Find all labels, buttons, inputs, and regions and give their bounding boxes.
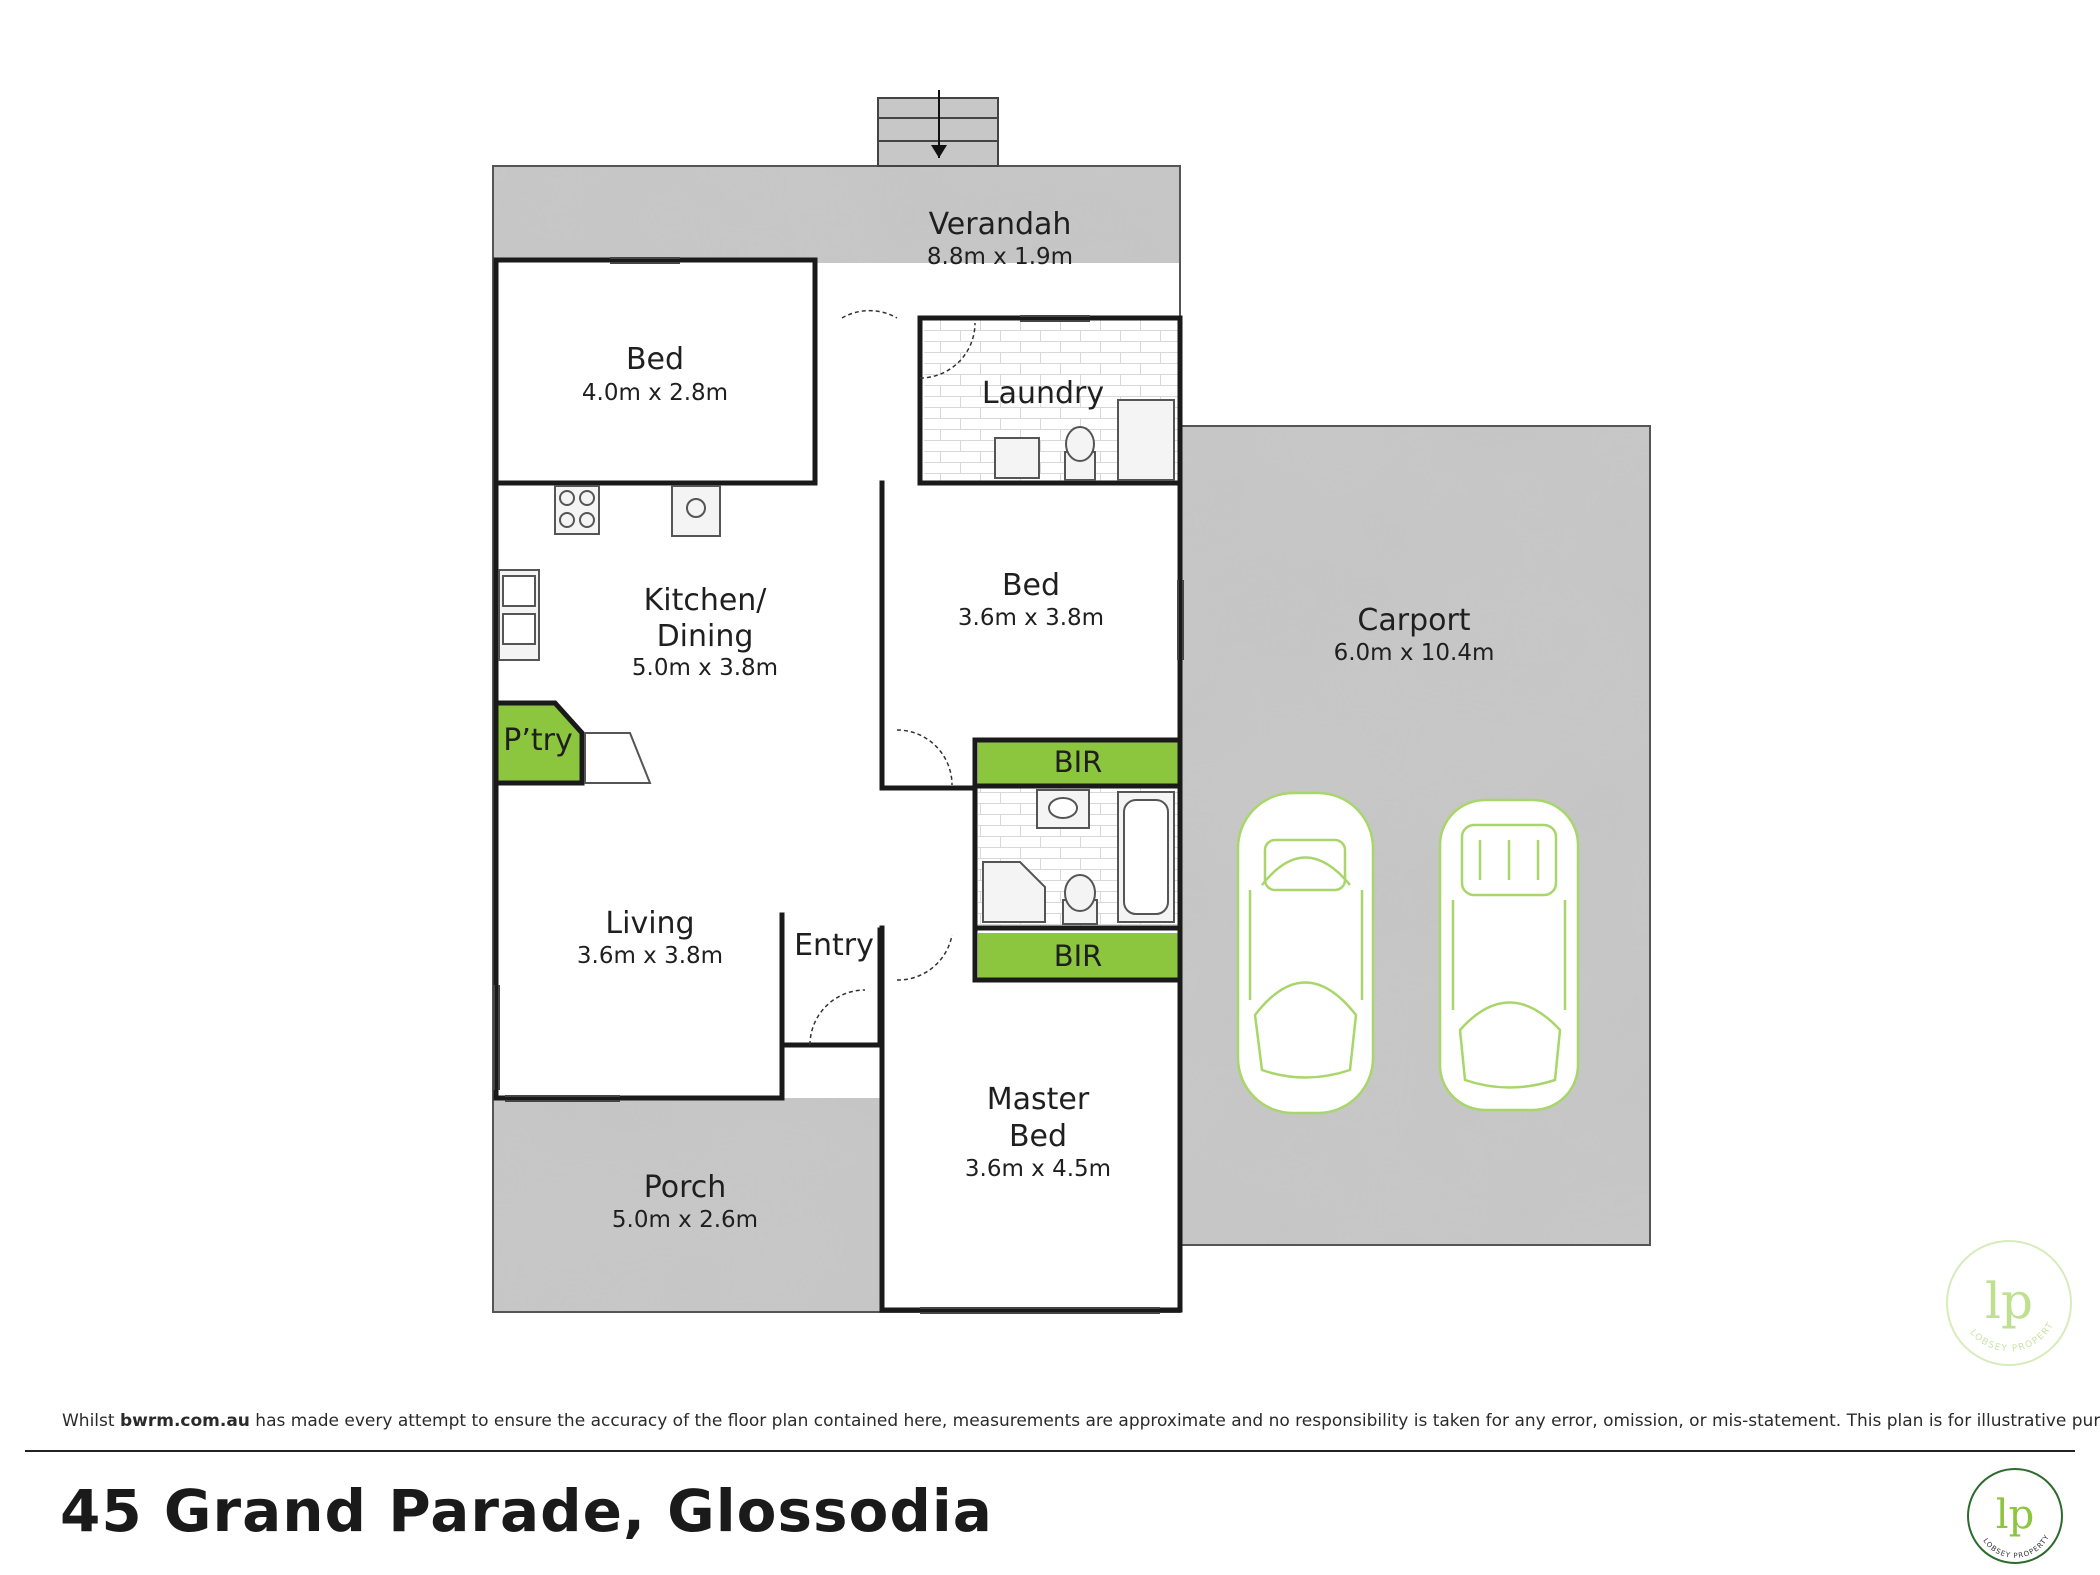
accent-rooms [498, 703, 1178, 979]
carport-dim: 6.0m x 10.4m [1334, 640, 1495, 666]
laundry-tub [994, 437, 1040, 479]
bir-upper-area [978, 740, 1178, 786]
bir-lower-area [978, 933, 1178, 979]
laundry-name: Laundry [982, 376, 1104, 411]
windows [493, 257, 1184, 1314]
bed-mid-name: Bed [1002, 568, 1060, 603]
property-address: 45 Grand Parade, Glossodia [60, 1477, 993, 1545]
master-name-1: Master [987, 1082, 1090, 1117]
footer-divider [25, 1450, 2075, 1452]
entry-name: Entry [794, 928, 874, 963]
living-dim: 3.6m x 3.8m [577, 943, 723, 969]
disclaimer-site: bwrm.com.au [119, 1411, 250, 1431]
fixtures [498, 399, 1175, 925]
pantry-name: P’try [503, 723, 572, 758]
entry-steps [877, 90, 999, 167]
room-labels: Verandah 8.8m x 1.9m Bed 4.0m x 2.8m Lau… [503, 207, 1494, 1233]
kitchen-name-2: Dining [657, 619, 754, 654]
footer-logo-monogram: lp [1996, 1492, 2034, 1538]
fridge [671, 485, 721, 537]
walls [493, 257, 1183, 1313]
shower-laundry [1117, 399, 1175, 481]
porch-name: Porch [644, 1170, 727, 1205]
floor-plan: Verandah 8.8m x 1.9m Bed 4.0m x 2.8m Lau… [492, 90, 1651, 1314]
disclaimer-suffix: has made every attempt to ensure the acc… [249, 1411, 2100, 1431]
lobsey-property-footer-logo: lp LOBSEY PROPERTY [1967, 1468, 2063, 1564]
carport-name: Carport [1357, 603, 1470, 638]
master-name-2: Bed [1009, 1119, 1067, 1154]
island-bench [584, 732, 652, 784]
verandah-dim: 8.8m x 1.9m [927, 244, 1073, 270]
living-name: Living [605, 906, 694, 941]
kitchen-dim: 5.0m x 3.8m [632, 655, 778, 681]
kitchen-name-1: Kitchen/ [644, 583, 768, 618]
bir-upper-name: BIR [1054, 745, 1103, 779]
disclaimer-prefix: Whilst [62, 1411, 120, 1431]
lobsey-property-logo: lp LOBSEY PROPERTY [1944, 1238, 2072, 1366]
bed-top-dim: 4.0m x 2.8m [582, 380, 728, 406]
vanity [1036, 789, 1090, 829]
doors [809, 309, 976, 1046]
corner-shower [982, 861, 1046, 923]
disclaimer: Whilst bwrm.com.au has made every attemp… [62, 1411, 2100, 1431]
bed-mid-dim: 3.6m x 3.8m [958, 605, 1104, 631]
logo-monogram: lp [1985, 1272, 2033, 1330]
bed-top-name: Bed [626, 342, 684, 377]
master-dim: 3.6m x 4.5m [965, 1156, 1111, 1182]
car-right [1438, 798, 1580, 1112]
porch-dim: 5.0m x 2.6m [612, 1207, 758, 1233]
verandah-name: Verandah [929, 207, 1072, 242]
car-left [1236, 791, 1375, 1115]
pantry-area [498, 703, 582, 783]
bir-lower-name: BIR [1054, 939, 1103, 973]
